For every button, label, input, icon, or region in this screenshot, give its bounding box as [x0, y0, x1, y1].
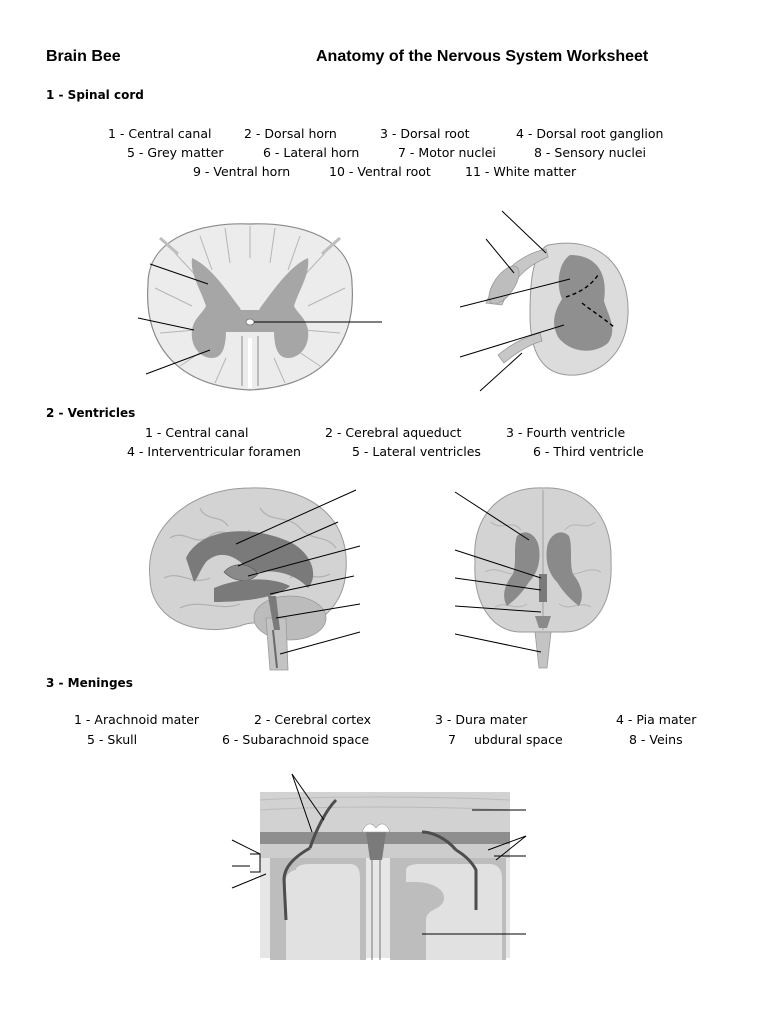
term-label: 5 - Grey matter — [127, 145, 224, 160]
term-label: 1 - Arachnoid mater — [74, 712, 200, 727]
section-heading-spinal-cord: 1 - Spinal cord — [46, 88, 144, 102]
header-left: Brain Bee — [46, 48, 121, 65]
term-label: 4 - Dorsal root ganglion — [516, 126, 664, 141]
spinal-cord-cross-section-diagram — [137, 223, 382, 391]
term-label: 8 - Sensory nuclei — [534, 145, 646, 160]
term-label: 3 - Fourth ventricle — [506, 425, 626, 440]
term-label: 4 - Pia mater — [616, 712, 697, 727]
section-heading-meninges: 3 - Meninges — [46, 676, 133, 690]
term-label: 3 - Dorsal root — [380, 126, 470, 141]
term-label: ubdural space — [474, 732, 563, 747]
term-label: 5 - Skull — [87, 732, 138, 747]
term-label: 11 - White matter — [465, 164, 577, 179]
term-label: 3 - Dura mater — [435, 712, 528, 727]
brain-lateral-view-diagram — [148, 487, 361, 671]
term-label: 9 - Ventral horn — [193, 164, 291, 179]
term-label: 2 - Cerebral cortex — [254, 712, 371, 727]
section-heading-ventricles: 2 - Ventricles — [46, 406, 136, 420]
term-label: 4 - Interventricular foramen — [127, 444, 301, 459]
term-label: 10 - Ventral root — [329, 164, 431, 179]
term-label: 7 - Motor nuclei — [398, 145, 496, 160]
meninges-layers-diagram — [231, 773, 527, 960]
spinal-cord-roots-diagram — [459, 210, 629, 392]
term-label: 5 - Lateral ventricles — [352, 444, 481, 459]
term-label: 1 - Central canal — [108, 126, 212, 141]
term-label: 7 — [448, 732, 456, 747]
term-label: 2 - Cerebral aqueduct — [325, 425, 462, 440]
brain-frontal-view-diagram — [454, 487, 612, 669]
term-label: 6 - Third ventricle — [533, 444, 644, 459]
term-label: 6 - Subarachnoid space — [222, 732, 370, 747]
term-label: 2 - Dorsal horn — [244, 126, 337, 141]
term-label: 8 - Veins — [629, 732, 683, 747]
term-label: 6 - Lateral horn — [263, 145, 360, 160]
term-label: 1 - Central canal — [145, 425, 249, 440]
page-title: Anatomy of the Nervous System Worksheet — [316, 48, 649, 65]
